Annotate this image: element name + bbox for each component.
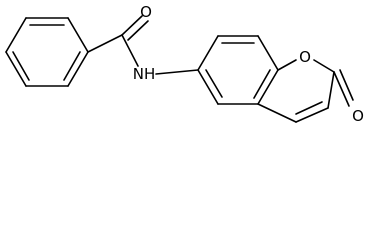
pyranone-ring bbox=[257, 59, 354, 123]
amide-nitrogen-label: NH bbox=[133, 65, 156, 83]
double-bond-inner bbox=[205, 69, 223, 98]
lactone-carbonyl-oxygen-label: O bbox=[352, 107, 364, 125]
bond bbox=[155, 69, 199, 75]
bond bbox=[5, 17, 27, 53]
bond bbox=[5, 51, 27, 87]
double-bond-inner bbox=[295, 101, 323, 115]
double-bond-inner bbox=[12, 51, 30, 81]
benzene-ring bbox=[5, 17, 89, 87]
bond bbox=[257, 35, 279, 71]
double-bond bbox=[339, 69, 354, 101]
double-bond bbox=[121, 15, 143, 36]
bond bbox=[67, 17, 89, 53]
bond bbox=[313, 59, 335, 73]
atom-labels: O NH O O bbox=[133, 3, 364, 125]
double-bond bbox=[333, 71, 350, 107]
double-bond-inner bbox=[253, 69, 271, 99]
bond bbox=[295, 107, 329, 123]
amide-carbonyl-oxygen-label: O bbox=[140, 3, 152, 21]
bond bbox=[87, 34, 123, 53]
bond bbox=[327, 71, 335, 109]
double-bond-inner bbox=[63, 51, 81, 81]
amide-group bbox=[87, 15, 199, 75]
bond bbox=[197, 35, 219, 71]
bond bbox=[67, 51, 89, 87]
ring-oxygen-label: O bbox=[299, 48, 311, 66]
bond bbox=[277, 59, 297, 71]
double-bond bbox=[127, 20, 149, 41]
bond bbox=[257, 103, 297, 123]
coumarin-benzo-ring bbox=[197, 35, 279, 105]
bond bbox=[121, 34, 139, 67]
chemical-structure-diagram: O NH O O bbox=[5, 3, 364, 125]
bond bbox=[257, 69, 279, 105]
bond bbox=[197, 69, 219, 105]
